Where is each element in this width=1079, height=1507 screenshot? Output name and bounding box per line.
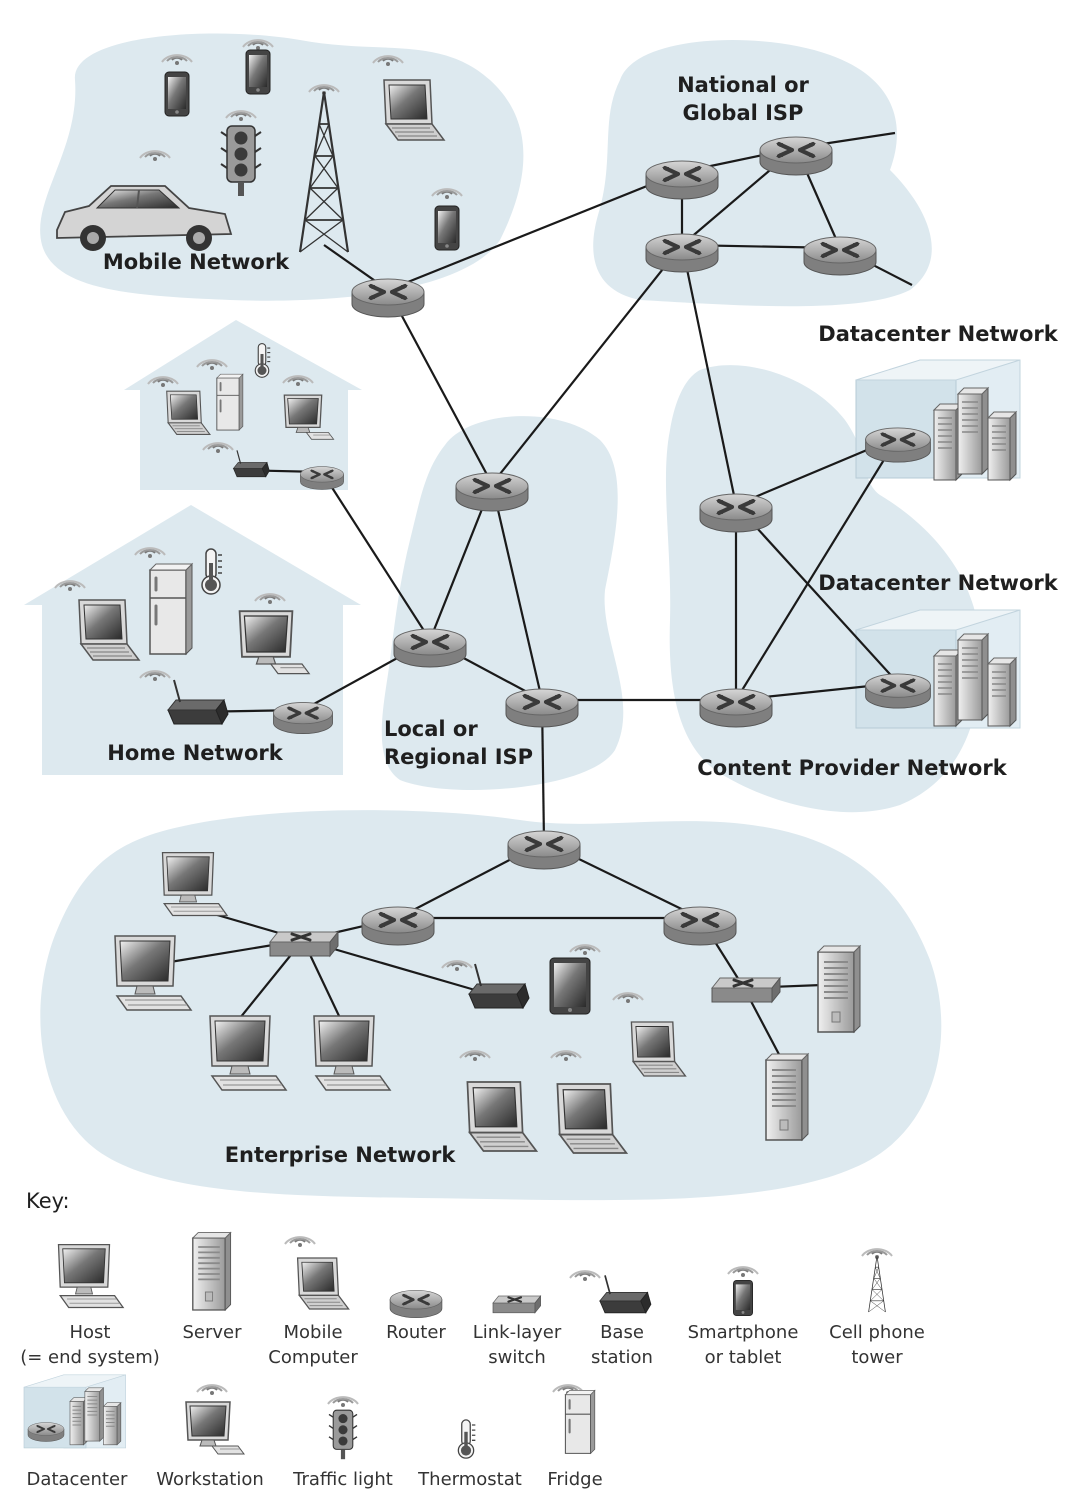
router-icon	[698, 492, 774, 534]
router-icon	[644, 232, 720, 274]
key-thermostat-label: Thermostat	[417, 1469, 522, 1490]
key-router-icon	[388, 1288, 444, 1320]
key-server-label: Server	[182, 1322, 242, 1343]
key-mobile-computer-label-line2: Computer	[268, 1347, 358, 1368]
key-smartphone-label-line1: Smartphone	[688, 1322, 799, 1343]
content-provider-label: Content Provider Network	[697, 756, 1007, 780]
key-thermostat-icon	[457, 1419, 476, 1459]
regional-isp-label-line1: Local or	[384, 717, 478, 741]
router-icon	[863, 426, 933, 464]
key-workstation-label: Workstation	[156, 1469, 264, 1490]
key-wifi-waves-icon	[327, 1396, 359, 1408]
router-icon	[350, 277, 426, 319]
router-icon	[698, 687, 774, 729]
key-base-station-label-line2: station	[591, 1347, 653, 1368]
key-traffic-light-label: Traffic light	[292, 1469, 393, 1490]
datacenter-network-label-top: Datacenter Network	[818, 322, 1058, 346]
key-wifi-waves-icon	[284, 1236, 316, 1248]
smartphone-icon	[434, 205, 460, 251]
router-icon	[504, 687, 580, 729]
mobile-network-label: Mobile Network	[103, 250, 290, 274]
key-base-station-icon	[599, 1274, 652, 1314]
key-legend: Key: Host (= end system) Server Mobile C…	[20, 1189, 925, 1490]
key-datacenter-label: Datacenter	[27, 1469, 128, 1490]
key-router-label: Router	[386, 1322, 446, 1343]
fridge-icon	[215, 373, 244, 431]
key-smartphone-label-line2: or tablet	[705, 1347, 782, 1368]
router-icon	[454, 471, 530, 513]
key-cell-tower-icon	[868, 1255, 886, 1313]
key-cell-tower-label-line1: Cell phone	[829, 1322, 925, 1343]
router-icon	[863, 672, 933, 710]
router-icon	[271, 700, 335, 736]
key-title: Key:	[26, 1189, 70, 1213]
router-icon	[662, 905, 738, 947]
tablet-icon	[549, 957, 591, 1015]
home-network-label: Home Network	[107, 741, 283, 765]
key-host-label-line1: Host	[70, 1322, 111, 1343]
key-host-icon	[57, 1243, 124, 1309]
key-switch-icon	[491, 1294, 542, 1314]
network-links	[169, 131, 913, 1061]
key-server-icon	[191, 1231, 232, 1311]
key-wifi-waves-icon	[727, 1266, 759, 1278]
router-icon	[299, 465, 345, 491]
key-wifi-waves-icon	[569, 1270, 601, 1282]
key-traffic-light-icon	[328, 1409, 358, 1460]
regional-isp-label-line2: Regional ISP	[384, 745, 533, 769]
router-icon	[392, 627, 468, 669]
router-icon	[360, 905, 436, 947]
key-base-station-label-line1: Base	[600, 1322, 644, 1343]
key-cell-tower-label-line2: tower	[851, 1347, 903, 1368]
national-isp-label-line1: National or	[677, 73, 809, 97]
server-icon	[765, 1053, 809, 1141]
router-icon	[506, 829, 582, 871]
key-wifi-waves-icon	[196, 1384, 228, 1396]
key-host-label-line2: (= end system)	[20, 1347, 160, 1368]
link-layer-switch-icon	[710, 976, 782, 1004]
key-switch-label-line1: Link-layer	[473, 1322, 562, 1343]
router-icon	[644, 159, 720, 201]
smartphone-icon	[245, 49, 271, 95]
server-icon	[817, 945, 861, 1033]
key-workstation-icon	[185, 1401, 245, 1455]
key-fridge-icon	[564, 1389, 596, 1455]
link-layer-switch-icon	[268, 930, 340, 958]
router-icon	[802, 235, 878, 277]
smartphone-icon	[164, 71, 190, 117]
national-isp-label-line2: Global ISP	[683, 101, 804, 125]
datacenter-network-label-bottom: Datacenter Network	[818, 571, 1058, 595]
key-smartphone-icon	[732, 1280, 753, 1316]
key-mobile-computer-label-line1: Mobile	[283, 1322, 342, 1343]
key-fridge-label: Fridge	[547, 1469, 602, 1490]
key-mobile-computer-icon	[296, 1257, 350, 1310]
fridge-icon	[148, 562, 194, 656]
key-datacenter-router-icon	[27, 1421, 65, 1443]
router-icon	[758, 135, 834, 177]
enterprise-network-label: Enterprise Network	[225, 1143, 457, 1167]
key-switch-label-line2: switch	[488, 1347, 545, 1368]
